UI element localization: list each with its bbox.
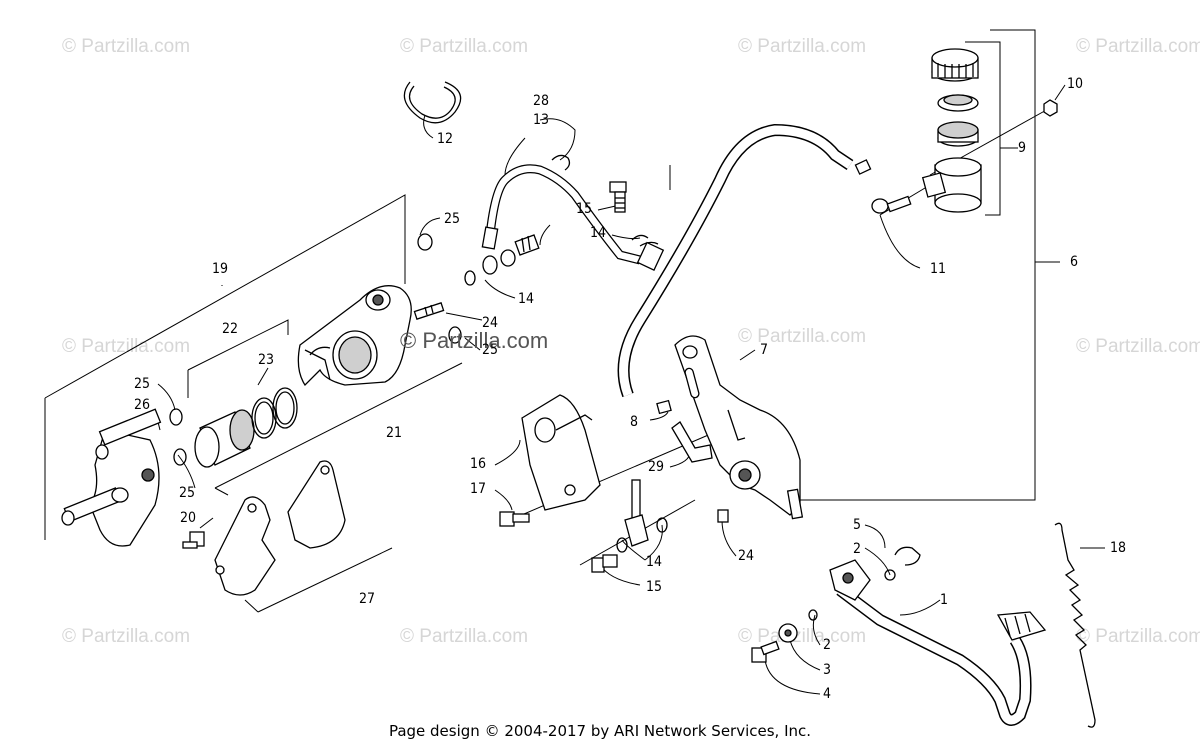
callout-23: 23 [258, 352, 275, 368]
bolt-17 [499, 511, 530, 527]
watermark: © Partzilla.com [1076, 336, 1200, 357]
brake-hose-13 [481, 154, 642, 275]
watermark: © Partzilla.com [62, 626, 191, 647]
callout-20: 20 [180, 510, 197, 526]
watermark: © Partzilla.com [738, 626, 867, 647]
lower-brake-fitting [616, 479, 668, 553]
master-cylinder-7 [674, 335, 804, 520]
callout-28: 28 [533, 93, 550, 109]
watermark: © Partzilla.com [62, 36, 191, 57]
callout-14: 14 [590, 225, 607, 241]
bolt-4 [751, 640, 780, 663]
banjo-bolt-15-lower [591, 554, 618, 573]
caliper-bracket-26 [61, 408, 162, 547]
crush-washer-14 [464, 234, 665, 286]
callout-2: 2 [853, 541, 862, 557]
callout-25: 25 [444, 211, 461, 227]
callout-6: 6 [1070, 254, 1079, 270]
callout-3: 3 [823, 662, 832, 678]
brake-pads-27 [214, 460, 346, 596]
callout-19: 19 [212, 261, 229, 277]
callout-25: 25 [179, 485, 196, 501]
callout-14: 14 [646, 554, 663, 570]
callout-18: 18 [1110, 540, 1127, 556]
watermark: © Partzilla.com [400, 626, 529, 647]
watermark: © Partzilla.com [738, 36, 867, 57]
group-brackets [44, 29, 1060, 613]
watermark: © Partzilla.com [62, 336, 191, 357]
washer-3 [778, 623, 798, 643]
bolt-20 [182, 531, 205, 549]
callout-1: 1 [940, 592, 949, 608]
watermark: © Partzilla.com [400, 36, 529, 57]
callout-5: 5 [853, 517, 862, 533]
callout-25: 25 [482, 342, 499, 358]
callout-7: 7 [760, 342, 769, 358]
callout-24: 24 [482, 315, 499, 331]
caliper-body-21 [297, 285, 412, 387]
callout-12: 12 [437, 131, 454, 147]
callout-26: 26 [134, 397, 151, 413]
snap-ring-12 [403, 81, 462, 124]
brake-pedal-1 [829, 559, 1047, 726]
callout-4: 4 [823, 686, 832, 702]
callout-8: 8 [630, 414, 639, 430]
watermark: © Partzilla.com [738, 326, 867, 347]
banjo-bolt-15 [500, 181, 627, 267]
screw-11 [871, 195, 912, 214]
o-ring-25 [169, 233, 462, 466]
callout-11: 11 [930, 261, 947, 277]
heat-shield-16 [521, 394, 601, 511]
callout-25: 25 [134, 376, 151, 392]
callout-2: 2 [823, 637, 832, 653]
callout-14: 14 [518, 291, 535, 307]
piston-22 [194, 409, 255, 468]
cotter-pin-5 [894, 546, 921, 566]
piston-seals-23 [251, 387, 298, 439]
return-spring-18 [1054, 522, 1096, 728]
callout-27: 27 [359, 591, 376, 607]
watermark: © Partzilla.com [1076, 36, 1200, 57]
callout-9: 9 [1018, 140, 1027, 156]
callout-17: 17 [470, 481, 487, 497]
hose-clamp-8 [656, 159, 872, 415]
elbow-fitting-29 [671, 421, 713, 463]
callout-15: 15 [576, 201, 593, 217]
reservoir-9 [921, 48, 982, 213]
nut-10 [1043, 99, 1058, 117]
callout-16: 16 [470, 456, 487, 472]
footer-copyright: Page design © 2004-2017 by ARI Network S… [388, 722, 812, 740]
center-watermark: © Partzilla.com [400, 328, 549, 353]
callout-15: 15 [646, 579, 663, 595]
callout-10: 10 [1067, 76, 1084, 92]
callout-21: 21 [386, 425, 403, 441]
callout-13: 13 [533, 112, 550, 128]
reservoir-hose-6 [617, 123, 854, 398]
callout-22: 22 [222, 321, 239, 337]
bleeder-24-lower [717, 509, 729, 523]
washer-2 [808, 569, 896, 621]
callout-24: 24 [738, 548, 755, 564]
bleeder-screw-24 [413, 302, 445, 320]
watermark: © Partzilla.com [1076, 626, 1200, 647]
callout-29: 29 [648, 459, 665, 475]
